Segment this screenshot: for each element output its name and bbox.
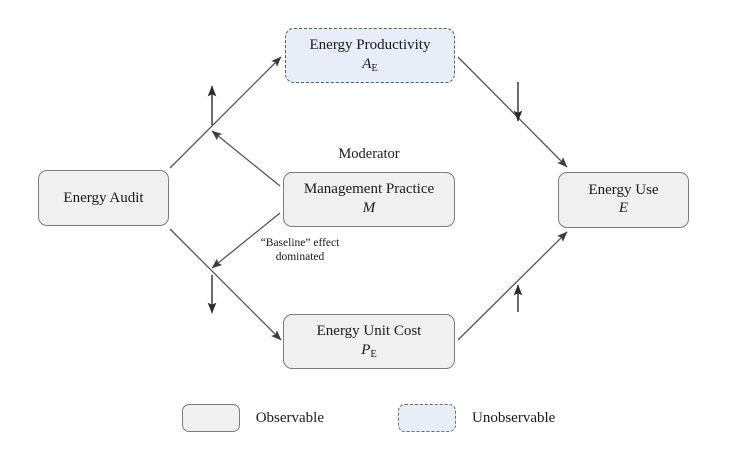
node-management-practice-symbol: M — [362, 199, 376, 216]
edge-audit-to-productivity — [169, 56, 282, 169]
moderator-label: Moderator — [338, 146, 400, 162]
baseline-effect-line-1: “Baseline” effect — [260, 237, 340, 249]
node-energy-audit[interactable]: Energy Audit — [38, 170, 169, 226]
node-energy-productivity-symbol: AE — [362, 55, 378, 74]
node-energy-audit-title: Energy Audit — [63, 189, 144, 206]
node-energy-use[interactable]: Energy Use E — [558, 172, 689, 228]
legend-item-unobservable: Unobservable — [398, 404, 555, 432]
node-management-practice-title: Management Practice — [303, 181, 435, 198]
baseline-effect-line-2: dominated — [275, 251, 325, 264]
node-energy-use-symbol: E — [618, 200, 629, 217]
node-energy-unit-cost-title: Energy Unit Cost — [316, 323, 422, 340]
legend: Observable Unobservable — [0, 404, 737, 432]
legend-label-observable: Observable — [255, 409, 324, 426]
legend-swatch-unobservable — [398, 404, 456, 432]
legend-swatch-observable — [181, 404, 240, 432]
node-energy-productivity[interactable]: Energy Productivity AE — [285, 28, 455, 83]
node-energy-unit-cost-symbol: PE — [361, 341, 377, 360]
node-energy-productivity-title: Energy Productivity — [309, 37, 431, 54]
baseline-effect-annotation: “Baseline” effect dominated — [236, 236, 364, 265]
edge-productivity-to-use — [457, 56, 568, 168]
node-energy-unit-cost[interactable]: Energy Unit Cost PE — [283, 314, 455, 369]
edge-moderator-to-productivity-path — [211, 130, 281, 187]
edge-unit-cost-to-use — [457, 231, 568, 341]
node-management-practice[interactable]: Management Practice M — [283, 172, 455, 227]
legend-label-unobservable: Unobservable — [472, 409, 556, 426]
legend-item-observable: Observable — [181, 404, 324, 432]
node-energy-use-title: Energy Use — [588, 181, 659, 198]
